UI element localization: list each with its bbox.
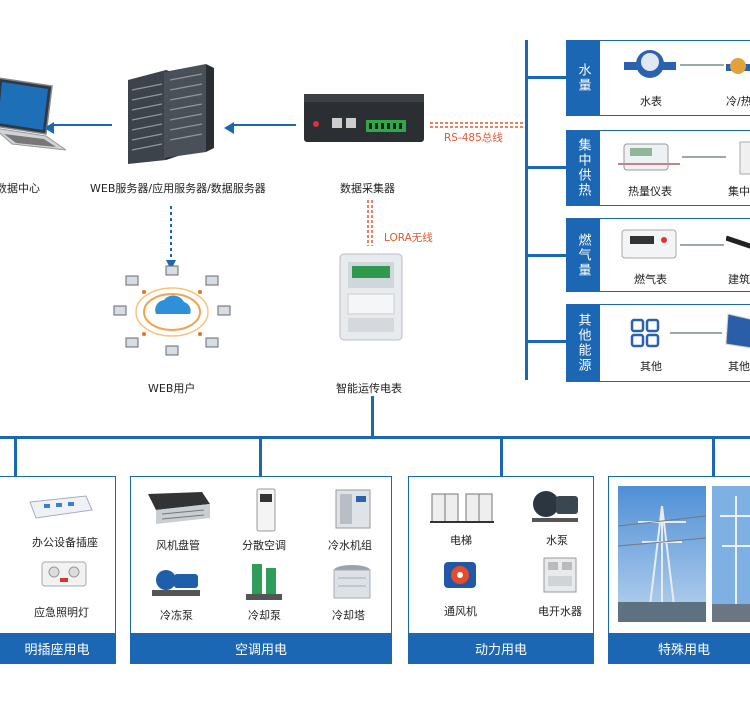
tower-photo-icon (712, 486, 750, 622)
energy-branch (525, 76, 567, 79)
category-item: 电开水器 (538, 605, 582, 618)
energy-item-label: 水表 (640, 95, 662, 108)
chiller-icon (334, 488, 372, 530)
web-users-icon (108, 262, 236, 360)
heat-water-meter-icon (726, 52, 750, 82)
bus-drop (500, 436, 503, 478)
connector-line (682, 156, 726, 158)
fan-coil-icon (146, 490, 212, 526)
water-boiler-icon (542, 556, 578, 594)
water-pump-icon (530, 486, 580, 524)
power-strip-icon (26, 494, 96, 524)
connector-line (670, 332, 722, 334)
smart-meter-icon (338, 252, 404, 342)
category-item: 通风机 (444, 605, 477, 618)
arrow-line (52, 124, 112, 126)
lora-label: LORA无线 (384, 232, 433, 244)
bus-drop (712, 436, 715, 478)
category-item: 分散空调 (242, 539, 286, 552)
category-title: 特殊用电 (609, 633, 750, 663)
energy-label-other: 其他能源 (566, 304, 600, 382)
main-bus-line (0, 436, 750, 439)
category-item: 冷冻泵 (160, 609, 193, 622)
category-item: 水泵 (546, 534, 568, 547)
category-item: 风机盘管 (156, 539, 200, 552)
energy-item-label: 建筑 (728, 273, 750, 286)
heat-meter-icon (618, 136, 680, 176)
gas-pipe-icon (725, 232, 750, 254)
smart-meter-label: 智能运传电表 (336, 382, 402, 395)
arrow-left-icon (224, 119, 234, 134)
radiator-icon (738, 140, 750, 176)
energy-label-water: 水量 (566, 40, 600, 116)
meter-drop-line (371, 396, 374, 438)
substation-photo-icon (617, 486, 707, 623)
water-meter-icon (622, 46, 678, 86)
arrow-line (232, 124, 296, 126)
gas-meter-icon (620, 226, 678, 262)
category-item: 冷水机组 (328, 539, 372, 552)
ventilation-fan-icon (442, 556, 478, 594)
energy-item-label: 热量仪表 (628, 185, 672, 198)
energy-branch (525, 340, 567, 343)
energy-item-label: 冷/热 (726, 95, 750, 108)
arrow-left-icon (44, 119, 54, 134)
energy-bus-line (525, 40, 528, 380)
bus-drop (14, 436, 17, 478)
connector-line (680, 64, 724, 66)
grid-apps-icon (630, 318, 660, 348)
dashed-arrow-down (166, 206, 176, 270)
energy-label-heating: 集中供热 (566, 130, 600, 206)
chilled-pump-icon (150, 566, 202, 600)
rs485-label: RS-485总线 (444, 132, 503, 144)
rs485-line (430, 114, 524, 128)
emergency-light-icon (40, 556, 88, 590)
web-users-label: WEB用户 (148, 382, 196, 395)
energy-item-label: 其他 (640, 360, 662, 373)
energy-item-label: 其他 (728, 360, 750, 373)
category-item: 电梯 (450, 534, 472, 547)
cooling-tower-icon (330, 562, 374, 602)
category-item: 办公设备插座 (32, 536, 98, 549)
cooling-pump-icon (244, 562, 284, 602)
category-item: 应急照明灯 (34, 606, 89, 619)
category-title: 空调用电 (131, 633, 391, 663)
category-item: 冷却泵 (248, 609, 281, 622)
category-title: 明插座用电 (0, 633, 115, 663)
data-collector-icon (302, 90, 428, 148)
split-ac-icon (256, 488, 276, 532)
elevator-icon (430, 488, 494, 524)
bus-drop (259, 436, 262, 478)
laptop-icon (0, 72, 68, 162)
solar-panel-icon (724, 312, 750, 352)
category-item: 冷却塔 (332, 609, 365, 622)
energy-item-label: 集中 (728, 185, 750, 198)
connector-line (680, 244, 724, 246)
data-center-label: 数据中心 (0, 182, 40, 195)
energy-branch (525, 166, 567, 169)
lora-line (366, 200, 374, 246)
energy-branch (525, 254, 567, 257)
collector-label: 数据采集器 (340, 182, 395, 195)
energy-item-label: 燃气表 (634, 273, 667, 286)
category-title: 动力用电 (409, 633, 593, 663)
server-rack-icon (124, 64, 216, 164)
energy-label-gas: 燃气量 (566, 218, 600, 292)
servers-label: WEB服务器/应用服务器/数据服务器 (90, 182, 266, 195)
